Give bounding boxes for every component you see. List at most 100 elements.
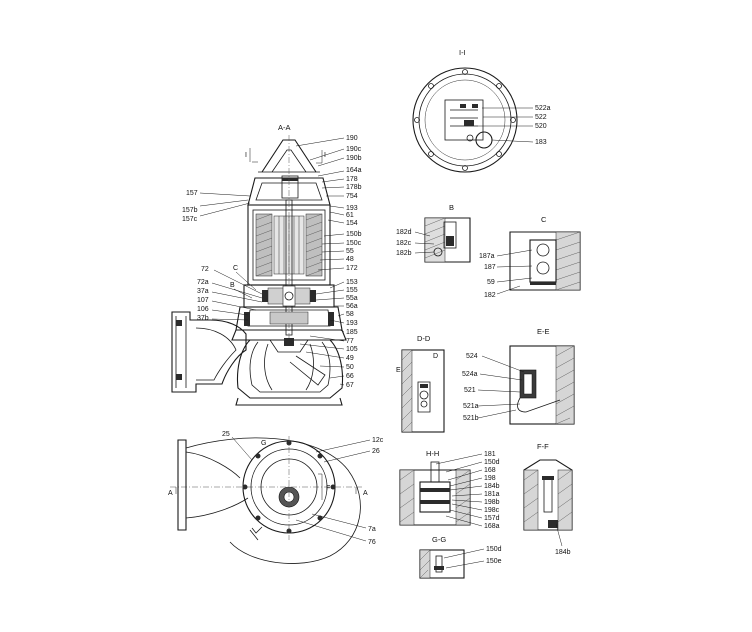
callout-524a: 524a (462, 371, 478, 378)
marker-i-top: I (245, 152, 247, 159)
callout-48: 48 (346, 256, 354, 263)
callout-25: 25 (222, 431, 230, 438)
callout-150d-gg: 150d (486, 546, 502, 553)
callout-184b: 184b (484, 483, 500, 490)
section-view-dd: D-D D E (396, 334, 445, 433)
bolt-184b (543, 477, 553, 513)
view-title-ii: I-I (459, 48, 466, 57)
callout-150d: 150d (484, 459, 500, 466)
terminal-board (444, 99, 484, 141)
section-view-ee: E-E 524 524a 521 521a 521b (462, 327, 575, 425)
view-title-aa: A-A (278, 123, 291, 132)
section-view-aa: A-A I I (171, 123, 347, 406)
callout-66: 66 (346, 373, 354, 380)
flange-bolts (242, 440, 336, 534)
callout-106: 106 (197, 306, 209, 313)
callout-37a: 37a (197, 288, 209, 295)
callout-521: 521 (464, 387, 476, 394)
detail-view-b: B 182d 182c 182b (396, 203, 471, 263)
callout-172: 172 (346, 265, 358, 272)
callout-59: 59 (487, 279, 495, 286)
callout-150c: 150c (346, 240, 362, 247)
marker-a-left: A (168, 490, 173, 497)
section-view-ff: F-F 184b (523, 442, 573, 556)
callout-154: 154 (346, 220, 358, 227)
callout-76: 76 (368, 539, 376, 546)
callout-524: 524 (466, 353, 478, 360)
view-title-ee: E-E (537, 327, 550, 336)
callout-49: 49 (346, 355, 354, 362)
marker-g: G (261, 440, 266, 447)
callout-181: 181 (484, 451, 496, 458)
callout-187a: 187a (479, 253, 495, 260)
callout-55: 55 (346, 248, 354, 255)
callout-182: 182 (484, 292, 496, 299)
plan-view: A A G F 25 12c 26 (168, 431, 384, 564)
plan-flange (177, 439, 187, 531)
callout-187: 187 (484, 264, 496, 271)
marker-b: B (230, 282, 235, 289)
callout-157b: 157b (182, 207, 198, 214)
callout-107: 107 (197, 297, 209, 304)
callout-105: 105 (346, 346, 358, 353)
callout-150b: 150b (346, 231, 362, 238)
detail-view-c: C 187a 187 59 182 (479, 215, 581, 299)
callout-72a: 72a (197, 279, 209, 286)
callout-164a: 164a (346, 167, 362, 174)
callout-198b: 198b (484, 499, 500, 506)
callout-37b: 37b (197, 315, 209, 322)
cable-gland-hh (419, 481, 451, 513)
section-view-gg: G-G 150d 150e (419, 535, 502, 579)
callout-182d: 182d (396, 229, 412, 236)
marker-f: F (326, 485, 330, 492)
callout-190b: 190b (346, 155, 362, 162)
callout-168a: 168a (484, 523, 500, 530)
callout-178: 178 (346, 176, 358, 183)
section-view-ii: I-I 522a 522 520 183 (412, 48, 551, 173)
view-title-b: B (449, 203, 454, 212)
callout-50: 50 (346, 364, 354, 371)
callout-754: 754 (346, 193, 358, 200)
callout-157c: 157c (182, 216, 198, 223)
callout-12c: 12c (372, 437, 384, 444)
lifting-handle (261, 139, 317, 173)
callout-58: 58 (346, 311, 354, 318)
callout-26: 26 (372, 448, 380, 455)
aa-right-labels: 190 190c 190b 164a 178 178b 754 193 61 1… (295, 135, 362, 389)
callout-193-lower: 193 (346, 320, 358, 327)
marker-a-right: A (363, 490, 368, 497)
callout-521a: 521a (463, 403, 479, 410)
callout-522: 522 (535, 114, 547, 121)
callout-155: 155 (346, 287, 358, 294)
callout-190: 190 (346, 135, 358, 142)
marker-c: C (233, 265, 238, 272)
marker-i-right: I (324, 152, 326, 159)
view-title-hh: H-H (426, 449, 439, 458)
discharge-flange (171, 311, 247, 393)
callout-153: 153 (346, 279, 358, 286)
callout-61: 61 (346, 212, 354, 219)
cover-bolts (414, 69, 516, 171)
view-title-ff: F-F (537, 442, 549, 451)
callout-182b: 182b (396, 250, 412, 257)
view-title-dd: D-D (417, 334, 431, 343)
callout-521b: 521b (463, 415, 479, 422)
callout-72: 72 (201, 266, 209, 273)
callout-178b: 178b (346, 184, 362, 191)
callout-150e: 150e (486, 558, 502, 565)
callout-55a: 55a (346, 295, 358, 302)
marker-e: E (396, 367, 401, 374)
aa-left-labels: 157 157b 157c C B 72 72a 37a 107 106 37b (182, 190, 263, 322)
view-title-gg: G-G (432, 535, 446, 544)
callout-56a: 56a (346, 303, 358, 310)
callout-168: 168 (484, 467, 496, 474)
callout-182c: 182c (396, 240, 412, 247)
impeller (269, 339, 309, 353)
callout-520: 520 (535, 123, 547, 130)
callout-183: 183 (535, 139, 547, 146)
callout-185: 185 (346, 329, 358, 336)
callout-193: 193 (346, 205, 358, 212)
callout-522a: 522a (535, 105, 551, 112)
callout-198: 198 (484, 475, 496, 482)
